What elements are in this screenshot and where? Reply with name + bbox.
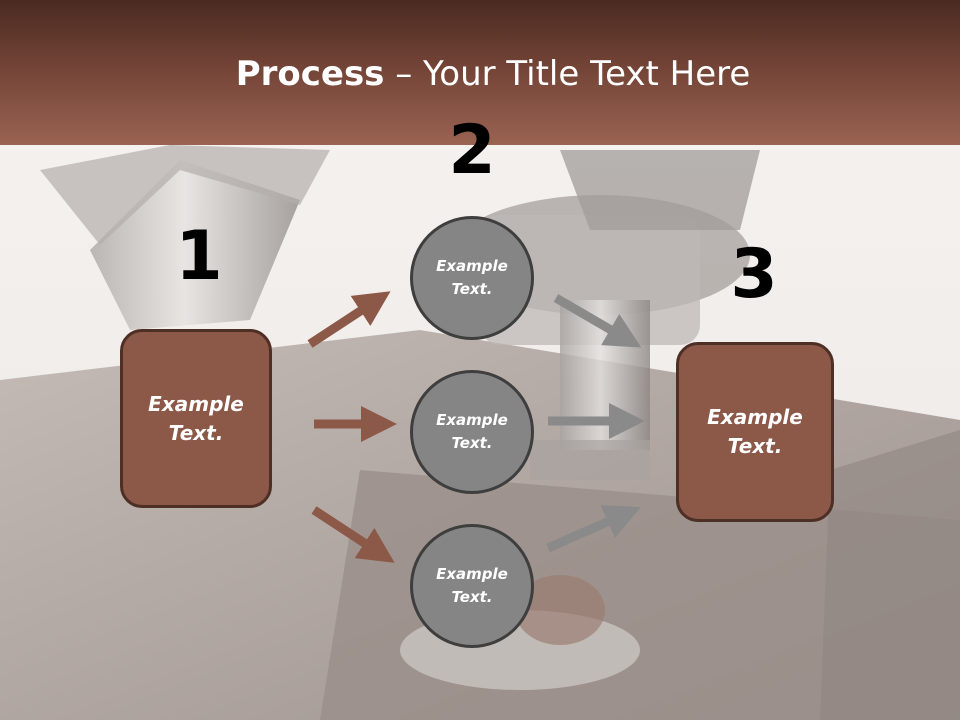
step-2-circle-text: Example Text. [436, 257, 508, 298]
step-3-text: Example Text. [707, 405, 803, 458]
step-3-box[interactable]: Example Text. [676, 342, 834, 522]
step-2-circle-middle[interactable]: Example Text. [410, 370, 534, 494]
step-1-text: Example Text. [148, 391, 244, 445]
arrow-right-down-icon [311, 506, 395, 563]
step-2-circle-text: Example Text. [436, 411, 508, 452]
step-number-1: 1 [175, 217, 223, 296]
step-1-box[interactable]: Example Text. [120, 329, 272, 508]
step-number-2: 2 [448, 111, 496, 190]
step-2-circle-top[interactable]: Example Text. [410, 216, 534, 340]
step-2-circle-bottom[interactable]: Example Text. [410, 524, 534, 648]
step-number-3: 3 [730, 235, 778, 314]
title-band [0, 0, 960, 145]
title-bold-part: Process [235, 54, 385, 94]
slide-title: Process – Your Title Text Here [0, 52, 960, 96]
arrow-right-down-icon [553, 294, 642, 348]
arrow-right-up-icon [546, 505, 641, 553]
title-rest-part: – Your Title Text Here [384, 54, 751, 94]
arrow-right-up-icon [307, 291, 391, 348]
step-2-circle-text: Example Text. [436, 565, 508, 606]
